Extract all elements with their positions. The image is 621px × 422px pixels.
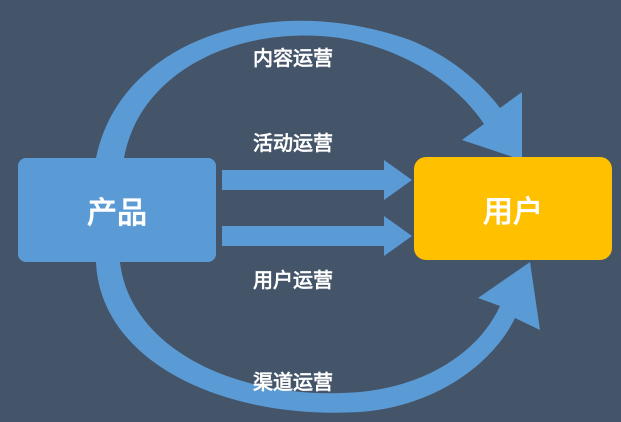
user-node: 用户 — [414, 157, 612, 260]
content-flow-arrow — [96, 20, 522, 160]
user-label: 用户 — [483, 194, 543, 230]
product-node: 产品 — [18, 158, 216, 262]
user-ops-flow-arrow — [222, 216, 412, 256]
user-ops-label: 用户运营 — [253, 268, 333, 292]
channel-ops-label: 渠道运营 — [253, 370, 333, 394]
content-ops-label: 内容运营 — [253, 46, 333, 70]
activity-ops-label: 活动运营 — [253, 131, 333, 155]
channel-flow-arrow — [96, 262, 540, 413]
activity-flow-arrow — [222, 160, 412, 200]
product-label: 产品 — [87, 196, 147, 231]
